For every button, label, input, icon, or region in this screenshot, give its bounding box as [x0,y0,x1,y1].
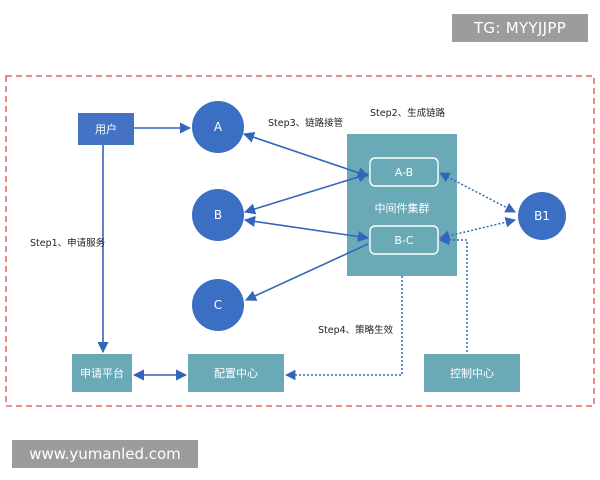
b-bc-arrow [243,215,370,243]
website-watermark: www.yumanled.com [12,440,198,468]
step2-label: Step2、生成链路 [370,107,446,119]
middleware-cluster-label: 中间件集群 [375,201,430,215]
a-ab-arrow [242,131,370,179]
cluster-to-config-dotted-arrow [284,276,403,381]
link-bc-label: B-C [394,234,414,247]
step1-label: Step1、申请服务 [30,237,106,249]
user-label: 用户 [95,122,117,136]
node-b-label: B [214,208,222,222]
bc-b1-dotted-arrow [438,217,517,241]
link-bc-box [369,225,439,255]
control-center-box [424,354,520,392]
link-ab-label: A-B [395,166,413,179]
node-a-circle [192,101,244,153]
node-c-circle [192,279,244,331]
link-ab-box [369,157,439,187]
b-ab-arrow [243,171,370,215]
node-b1-label: B1 [534,209,550,223]
config-center-box [188,354,284,392]
node-a-label: A [214,120,223,134]
node-b-circle [192,189,244,241]
telegram-watermark: TG: MYYJJPP [452,14,588,42]
apply-platform-label: 申请平台 [80,366,124,380]
config-center-label: 配置中心 [214,367,258,380]
bc-to-c-arrow [244,243,369,301]
control-center-label: 控制中心 [450,366,494,380]
step4-label: Step4、策略生效 [318,324,394,336]
node-c-label: C [214,298,222,312]
node-b1-circle [518,192,566,240]
user-box [78,113,134,145]
step3-label: Step3、链路接管 [268,117,343,129]
outer-dashed-border [5,75,595,407]
apply-platform-box [72,354,132,392]
